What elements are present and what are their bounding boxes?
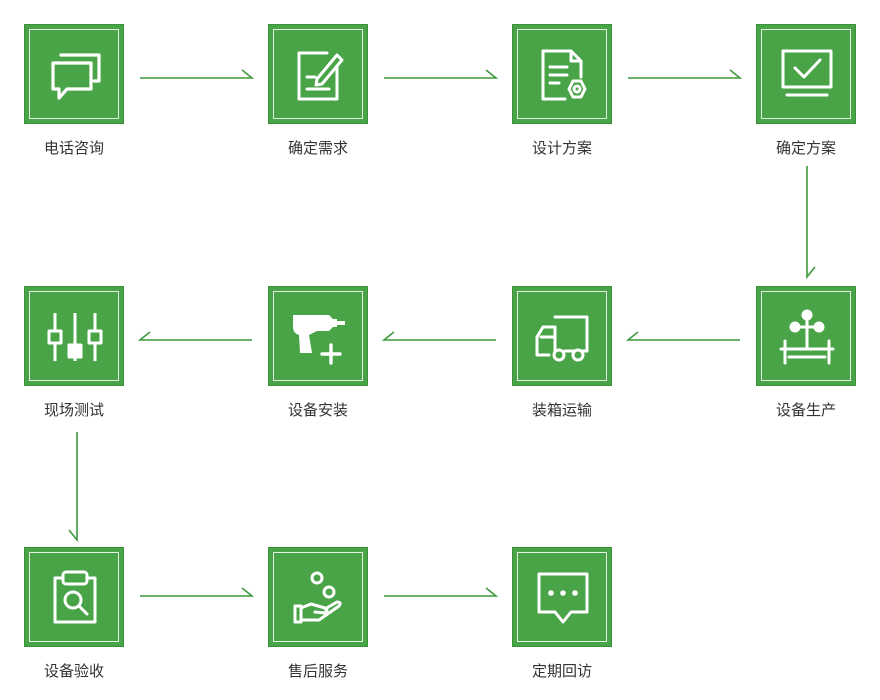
step-tile (512, 286, 612, 386)
step-label: 售后服务 (287, 662, 348, 680)
step-label: 设备生产 (775, 401, 836, 419)
step-regular-follow-up: 定期回访 (512, 547, 612, 680)
arrow-6-7 (381, 331, 496, 341)
step-equipment-acceptance: 设备验收 (24, 547, 124, 680)
step-label: 装箱运输 (531, 401, 592, 419)
step-tile (512, 24, 612, 124)
arrow-3-4 (628, 69, 743, 79)
step-tile (756, 286, 856, 386)
arrow-2-3 (384, 69, 499, 79)
arrow-4-5 (806, 166, 816, 280)
step-tile (24, 24, 124, 124)
document-settings-icon (541, 49, 587, 101)
step-tile (512, 547, 612, 647)
step-after-sales-service: 售后服务 (268, 547, 368, 680)
step-label: 现场测试 (43, 401, 104, 419)
step-label: 设计方案 (531, 139, 592, 157)
step-tile (268, 286, 368, 386)
step-tile (268, 24, 368, 124)
step-confirm-plan: 确定方案 (756, 24, 856, 157)
delivery-truck-icon (535, 315, 589, 362)
arrow-7-8 (137, 331, 252, 341)
arrow-8-9 (68, 432, 78, 543)
message-dots-icon (537, 572, 589, 624)
arrow-5-6 (625, 331, 740, 341)
clipboard-search-icon (53, 570, 97, 624)
step-phone-consult: 电话咨询 (24, 24, 124, 157)
step-label: 电话咨询 (43, 139, 104, 157)
step-label: 定期回访 (531, 662, 592, 680)
step-tile (24, 286, 124, 386)
step-tile (24, 547, 124, 647)
step-label: 确定需求 (287, 139, 348, 157)
factory-machine-icon (779, 309, 835, 365)
chat-bubbles-icon (51, 53, 101, 100)
step-site-testing: 现场测试 (24, 286, 124, 419)
step-equipment-installation: 设备安装 (268, 286, 368, 419)
arrow-9-10 (140, 587, 255, 597)
arrow-10-11 (384, 587, 499, 597)
step-packing-transport: 装箱运输 (512, 286, 612, 419)
step-design-plan: 设计方案 (512, 24, 612, 157)
step-confirm-requirements: 确定需求 (268, 24, 368, 157)
power-drill-icon (293, 315, 345, 365)
step-equipment-production: 设备生产 (756, 286, 856, 419)
step-label: 确定方案 (775, 139, 836, 157)
step-tile (756, 24, 856, 124)
step-label: 设备安装 (287, 401, 348, 419)
equalizer-sliders-icon (47, 313, 103, 361)
arrow-1-2 (140, 69, 255, 79)
document-edit-icon (297, 51, 344, 101)
hand-care-icon (293, 571, 342, 624)
monitor-check-icon (781, 49, 833, 97)
step-tile (268, 547, 368, 647)
step-label: 设备验收 (43, 662, 104, 680)
